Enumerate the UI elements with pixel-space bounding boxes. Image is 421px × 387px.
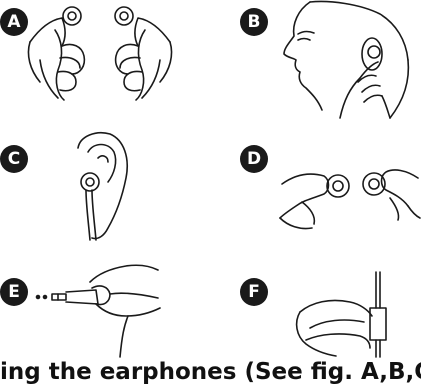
hands-pinching-earbuds-illustration bbox=[0, 0, 200, 120]
panel-c: C bbox=[0, 128, 200, 248]
panel-f: F bbox=[240, 258, 421, 357]
instruction-caption: ing the earphones (See fig. A,B,C) bbox=[0, 357, 421, 387]
panel-e: E bbox=[0, 258, 200, 357]
panel-a: A bbox=[0, 0, 200, 120]
panel-b: B bbox=[240, 0, 421, 120]
hand-holding-plug-illustration bbox=[0, 258, 200, 357]
head-profile-insert-illustration bbox=[240, 0, 421, 120]
hand-with-inline-cable-illustration bbox=[240, 258, 421, 357]
ear-with-earbud-illustration bbox=[0, 128, 200, 248]
hands-holding-earbuds-illustration bbox=[240, 128, 421, 248]
panel-d: D bbox=[240, 128, 421, 248]
